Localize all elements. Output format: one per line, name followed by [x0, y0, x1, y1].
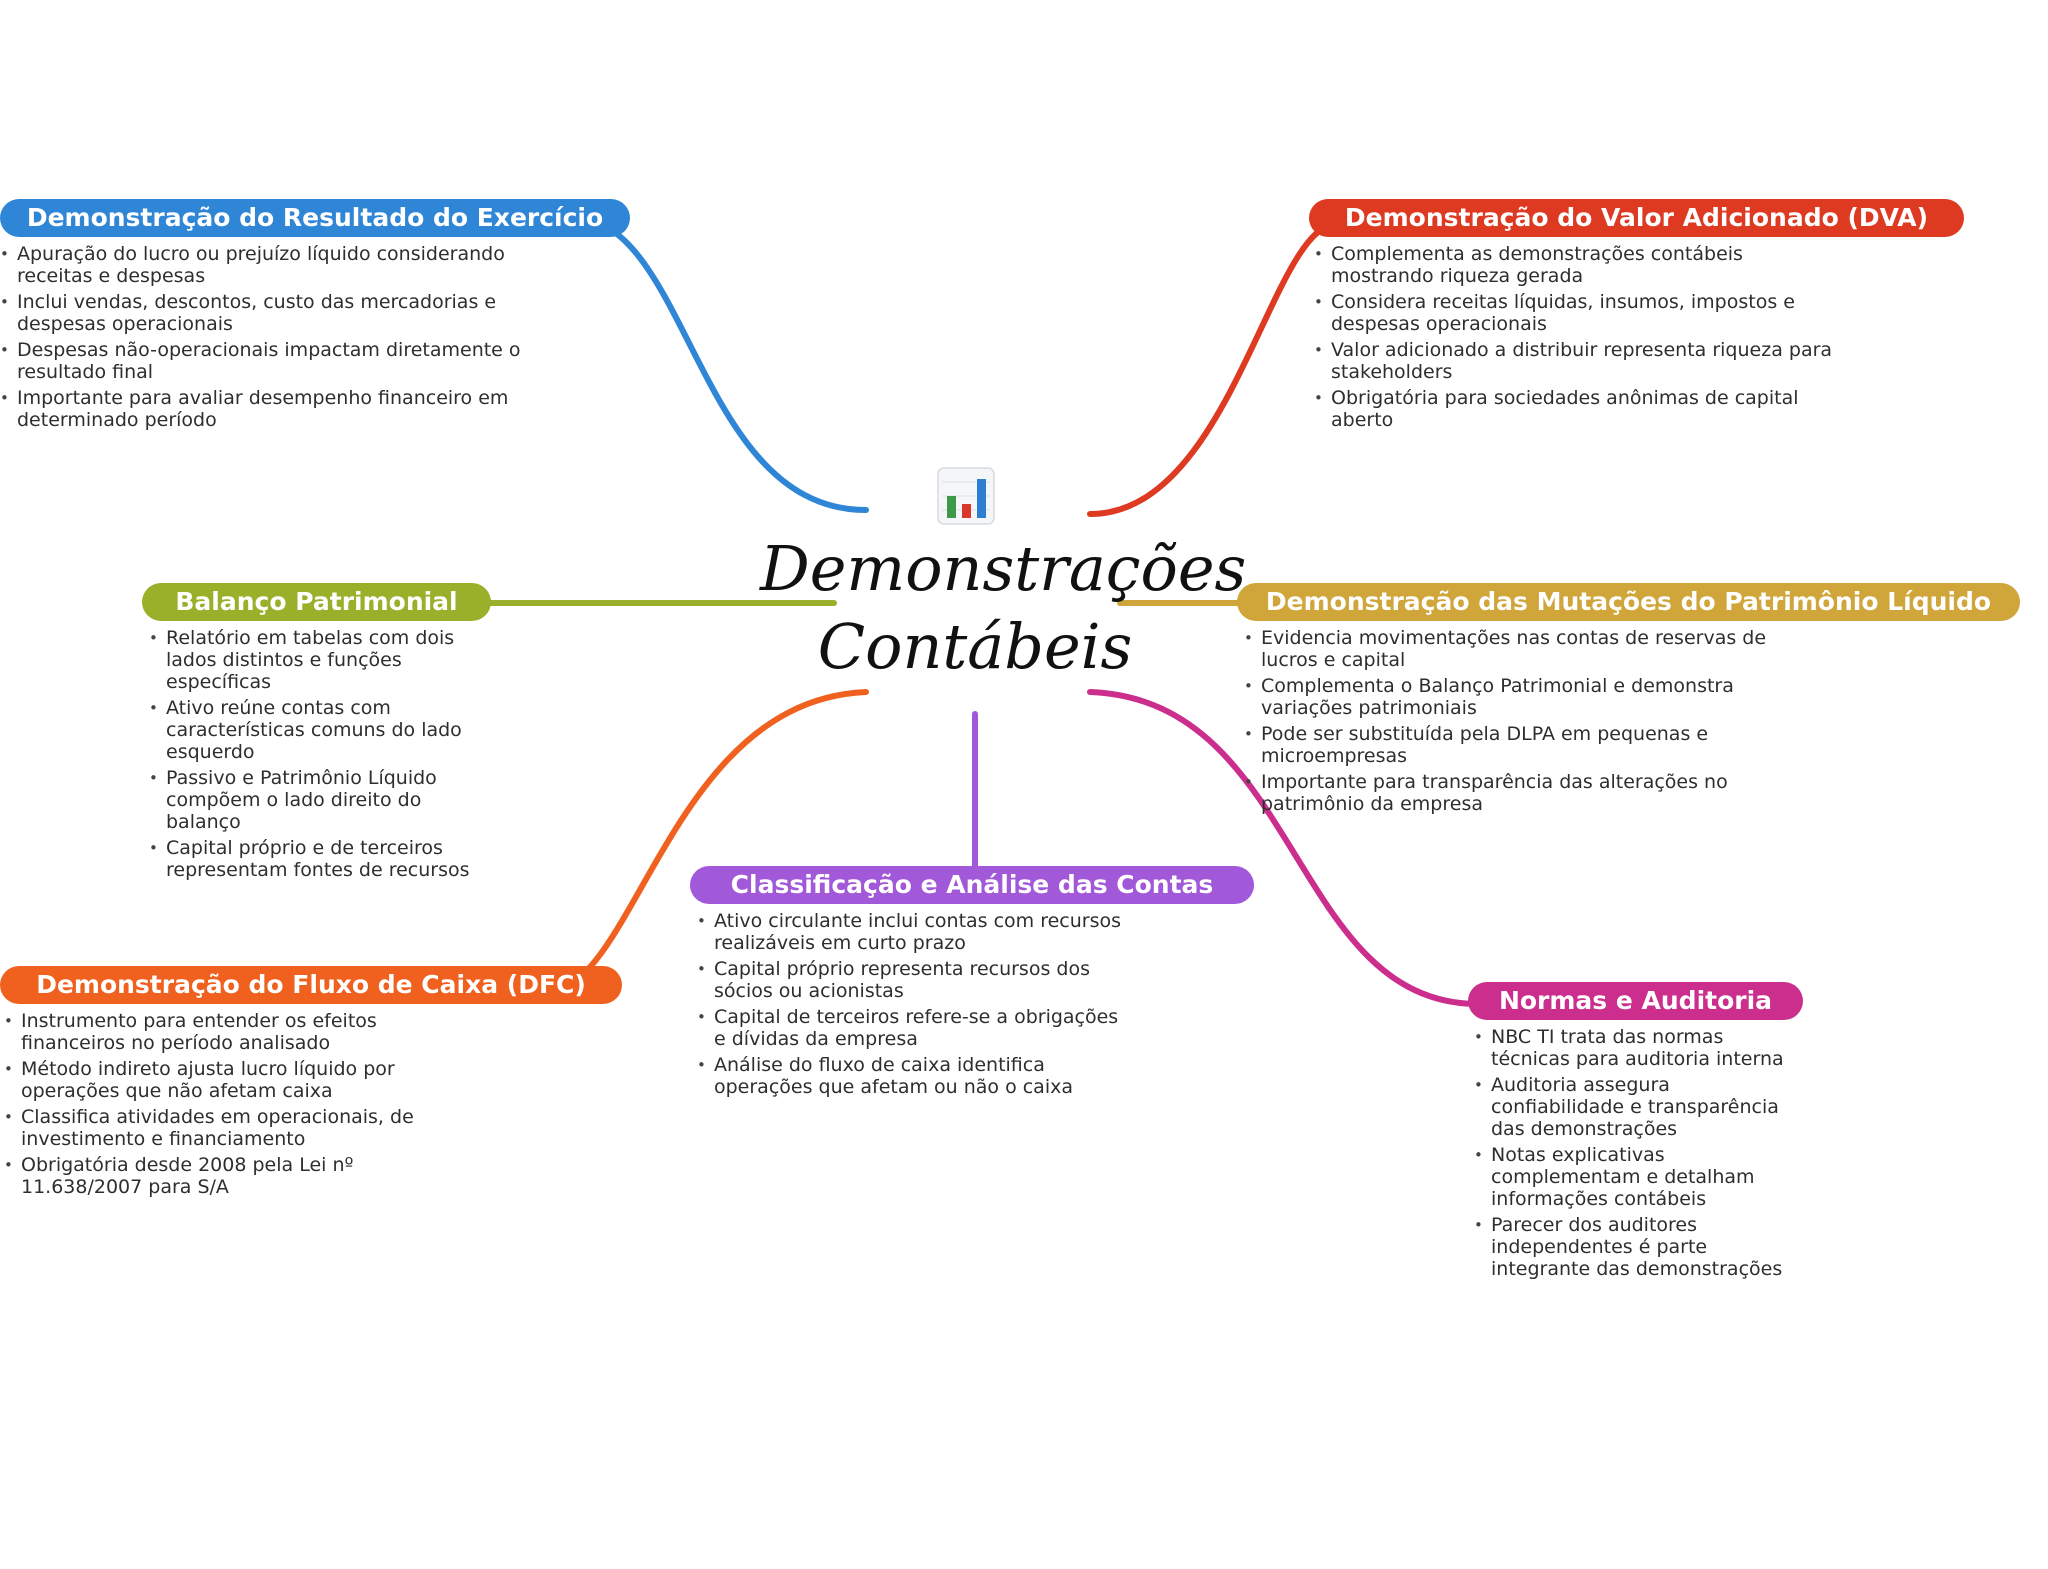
branch-title-balanco[interactable]: Balanço Patrimonial [142, 583, 491, 621]
branch-list-classificacao: Ativo circulante inclui contas com recur… [697, 910, 1127, 1102]
bullet-item: NBC TI trata das normas técnicas para au… [1474, 1026, 1804, 1070]
bullet-item: Instrumento para entender os efeitos fin… [4, 1010, 454, 1054]
bar-chart-icon [936, 466, 996, 526]
bullet-item: Complementa o Balanço Patrimonial e demo… [1244, 675, 1804, 719]
bullet-item: Considera receitas líquidas, insumos, im… [1314, 291, 1834, 335]
central-title-line-1: Demonstrações [760, 532, 1247, 605]
central-title: Demonstrações Contábeis [760, 530, 1247, 686]
bullet-item: Capital de terceiros refere-se a obrigaç… [697, 1006, 1127, 1050]
bullet-item: Passivo e Patrimônio Líquido compõem o l… [149, 767, 484, 833]
bullet-item: Auditoria assegura confiabilidade e tran… [1474, 1074, 1804, 1140]
central-title-line-2: Contábeis [817, 610, 1133, 683]
bullet-item: Parecer dos auditores independentes é pa… [1474, 1214, 1804, 1280]
bullet-item: Despesas não-operacionais impactam diret… [0, 339, 545, 383]
bullet-item: Importante para transparência das altera… [1244, 771, 1804, 815]
bullet-item: Capital próprio representa recursos dos … [697, 958, 1127, 1002]
branch-title-dfc[interactable]: Demonstração do Fluxo de Caixa (DFC) [0, 966, 622, 1004]
connector-normas [1087, 689, 1478, 1007]
bullet-item: Análise do fluxo de caixa identifica ope… [697, 1054, 1127, 1098]
branch-list-normas: NBC TI trata das normas técnicas para au… [1474, 1026, 1804, 1284]
connector-dva [1087, 221, 1338, 517]
branch-title-dmpl[interactable]: Demonstração das Mutações do Patrimônio … [1237, 583, 2020, 621]
bullet-item: Capital próprio e de terceiros represent… [149, 837, 484, 881]
branch-list-balanco: Relatório em tabelas com dois lados dist… [149, 627, 484, 885]
bullet-item: Apuração do lucro ou prejuízo líquido co… [0, 243, 545, 287]
bullet-item: Evidencia movimentações nas contas de re… [1244, 627, 1804, 671]
bullet-item: Complementa as demonstrações contábeis m… [1314, 243, 1834, 287]
branch-list-dfc: Instrumento para entender os efeitos fin… [4, 1010, 454, 1202]
branch-list-dmpl: Evidencia movimentações nas contas de re… [1244, 627, 1804, 819]
branch-title-normas[interactable]: Normas e Auditoria [1468, 982, 1803, 1020]
bullet-item: Importante para avaliar desempenho finan… [0, 387, 545, 431]
bullet-item: Ativo reúne contas com características c… [149, 697, 484, 763]
branch-list-dva: Complementa as demonstrações contábeis m… [1314, 243, 1834, 435]
bullet-item: Método indireto ajusta lucro líquido por… [4, 1058, 454, 1102]
bullet-item: Notas explicativas complementam e detalh… [1474, 1144, 1804, 1210]
branch-title-dre[interactable]: Demonstração do Resultado do Exercício [0, 199, 630, 237]
bullet-item: Inclui vendas, descontos, custo das merc… [0, 291, 545, 335]
bullet-item: Pode ser substituída pela DLPA em pequen… [1244, 723, 1804, 767]
bullet-item: Relatório em tabelas com dois lados dist… [149, 627, 484, 693]
branch-title-dva[interactable]: Demonstração do Valor Adicionado (DVA) [1309, 199, 1964, 237]
branch-title-classificacao[interactable]: Classificação e Análise das Contas [690, 866, 1254, 904]
connector-dfc [557, 689, 869, 993]
connector-dre [577, 215, 869, 513]
bullet-item: Ativo circulante inclui contas com recur… [697, 910, 1127, 954]
bullet-item: Classifica atividades em operacionais, d… [4, 1106, 454, 1150]
bullet-item: Valor adicionado a distribuir representa… [1314, 339, 1834, 383]
bullet-item: Obrigatória desde 2008 pela Lei nº 11.63… [4, 1154, 454, 1198]
branch-list-dre: Apuração do lucro ou prejuízo líquido co… [0, 243, 545, 435]
bullet-item: Obrigatória para sociedades anônimas de … [1314, 387, 1834, 431]
